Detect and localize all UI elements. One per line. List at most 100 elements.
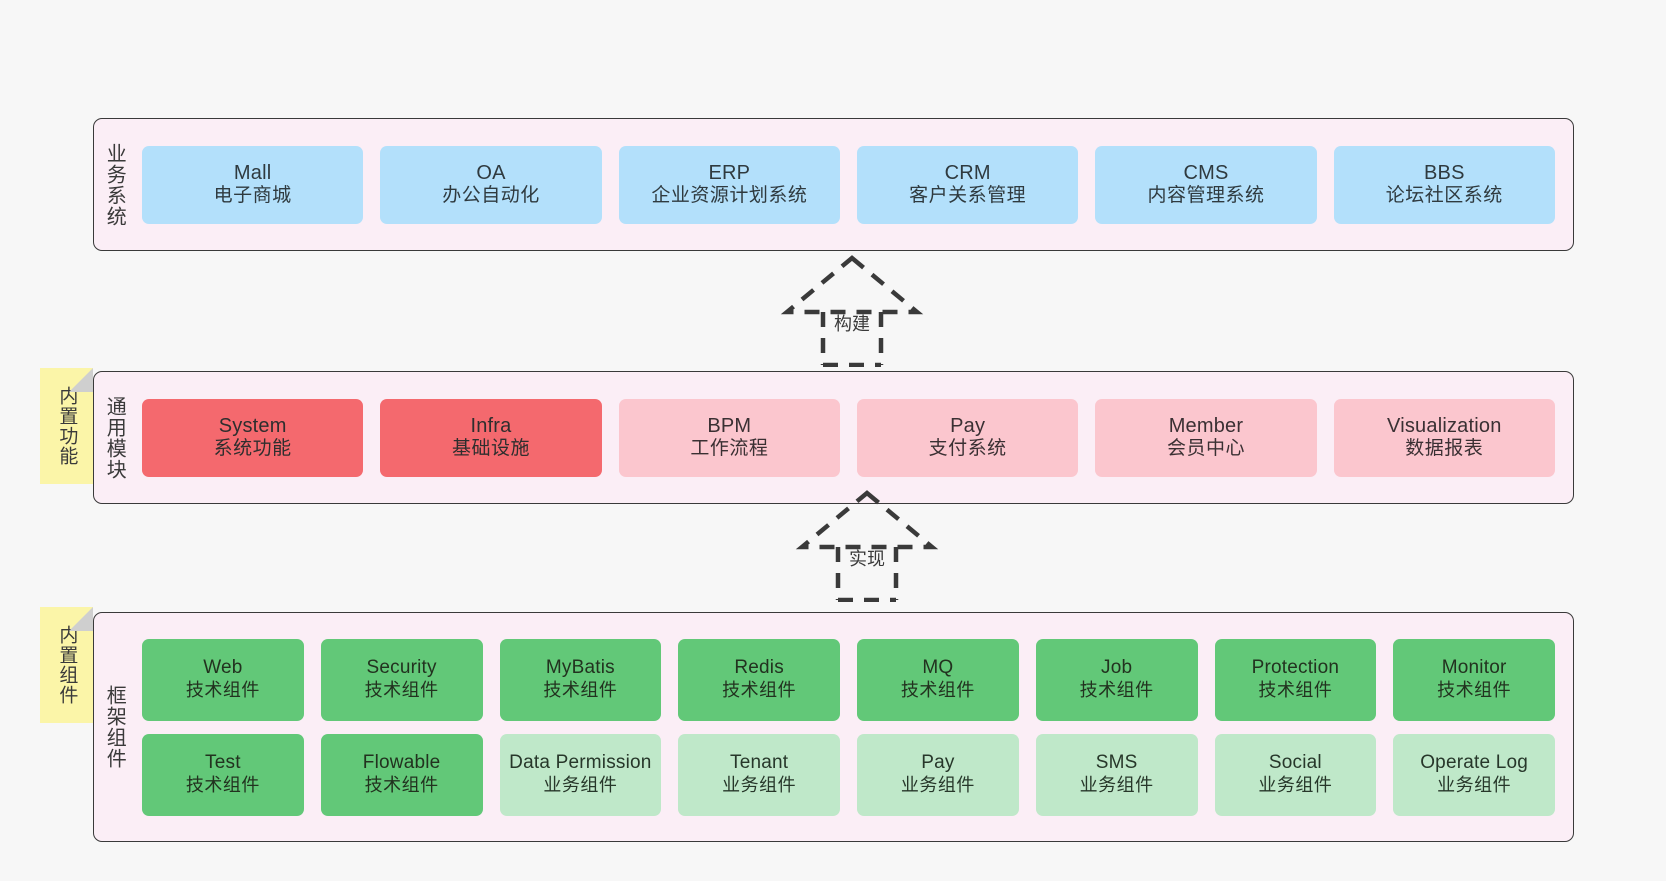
node-web[interactable]: Web 技术组件 bbox=[142, 638, 304, 721]
sticky-note-builtin-components: 内置组件 bbox=[40, 607, 93, 723]
node-title: Member bbox=[1168, 415, 1244, 438]
node-tenant[interactable]: Tenant 业务组件 bbox=[678, 733, 840, 816]
node-pay-component[interactable]: Pay 业务组件 bbox=[857, 733, 1019, 816]
node-title: Visualization bbox=[1387, 415, 1502, 438]
node-title: Infra bbox=[470, 415, 512, 438]
node-title: CMS bbox=[1183, 162, 1229, 185]
sticky-note-builtin-features: 内置功能 bbox=[40, 368, 93, 484]
node-cms[interactable]: CMS 内容管理系统 bbox=[1095, 145, 1317, 224]
node-title: MyBatis bbox=[545, 657, 615, 679]
node-subtitle: 支付系统 bbox=[928, 438, 1007, 460]
node-row: Test 技术组件 Flowable 技术组件 Data Permission … bbox=[142, 733, 1555, 816]
node-subtitle: 技术组件 bbox=[1437, 680, 1512, 701]
node-title: Protection bbox=[1251, 657, 1340, 679]
node-subtitle: 会员中心 bbox=[1166, 438, 1245, 460]
node-bbs[interactable]: BBS 论坛社区系统 bbox=[1333, 145, 1555, 224]
node-title: BPM bbox=[707, 415, 752, 438]
node-subtitle: 电子商城 bbox=[213, 185, 292, 207]
node-protection[interactable]: Protection 技术组件 bbox=[1214, 638, 1377, 721]
node-subtitle: 技术组件 bbox=[1079, 680, 1154, 701]
node-title: Monitor bbox=[1441, 657, 1507, 679]
node-title: Job bbox=[1101, 657, 1133, 679]
node-row: Mall 电子商城 OA 办公自动化 ERP 企业资源计划系统 CRM 客户关系… bbox=[142, 145, 1555, 224]
node-monitor[interactable]: Monitor 技术组件 bbox=[1393, 638, 1555, 721]
node-subtitle: 论坛社区系统 bbox=[1385, 185, 1503, 207]
layer-label-framework-component: 框架组件 bbox=[103, 685, 126, 769]
node-title: Tenant bbox=[730, 752, 789, 774]
node-subtitle: 业务组件 bbox=[1079, 775, 1154, 796]
node-mq[interactable]: MQ 技术组件 bbox=[857, 638, 1019, 721]
node-subtitle: 技术组件 bbox=[185, 775, 260, 796]
node-title: Redis bbox=[734, 657, 784, 679]
node-subtitle: 办公自动化 bbox=[442, 185, 540, 207]
node-test[interactable]: Test 技术组件 bbox=[142, 733, 304, 816]
node-subtitle: 技术组件 bbox=[364, 775, 439, 796]
node-subtitle: 技术组件 bbox=[1258, 680, 1333, 701]
node-visualization[interactable]: Visualization 数据报表 bbox=[1333, 398, 1555, 477]
node-infra[interactable]: Infra 基础设施 bbox=[380, 398, 602, 477]
node-subtitle: 技术组件 bbox=[722, 680, 797, 701]
node-title: MQ bbox=[922, 657, 954, 679]
node-subtitle: 技术组件 bbox=[364, 680, 439, 701]
node-oa[interactable]: OA 办公自动化 bbox=[380, 145, 602, 224]
layer-common-module: 通用模块 System 系统功能 Infra 基础设施 BPM 工作流程 Pay… bbox=[93, 371, 1574, 504]
node-system[interactable]: System 系统功能 bbox=[142, 398, 364, 477]
node-redis[interactable]: Redis 技术组件 bbox=[678, 638, 840, 721]
node-row: Web 技术组件 Security 技术组件 MyBatis 技术组件 Redi… bbox=[142, 638, 1555, 721]
node-flowable[interactable]: Flowable 技术组件 bbox=[320, 733, 483, 816]
node-title: Security bbox=[366, 657, 437, 679]
node-subtitle: 技术组件 bbox=[185, 680, 260, 701]
node-bpm[interactable]: BPM 工作流程 bbox=[618, 398, 840, 477]
node-title: Web bbox=[203, 657, 243, 679]
node-subtitle: 数据报表 bbox=[1405, 438, 1484, 460]
node-title: Operate Log bbox=[1420, 752, 1529, 774]
layer-label-business-system: 业务系统 bbox=[103, 142, 126, 227]
node-subtitle: 企业资源计划系统 bbox=[651, 185, 808, 207]
implement-arrow-label: 实现 bbox=[849, 549, 885, 569]
node-title: System bbox=[218, 415, 287, 438]
node-data-permission[interactable]: Data Permission 业务组件 bbox=[499, 733, 662, 816]
node-title: Test bbox=[205, 752, 241, 774]
node-mybatis[interactable]: MyBatis 技术组件 bbox=[499, 638, 662, 721]
implement-arrow: 实现 bbox=[772, 487, 962, 602]
node-subtitle: 业务组件 bbox=[543, 775, 618, 796]
node-title: BBS bbox=[1423, 162, 1465, 185]
node-title: Data Permission bbox=[509, 752, 652, 774]
node-title: Pay bbox=[921, 752, 955, 774]
node-operate-log[interactable]: Operate Log 业务组件 bbox=[1393, 733, 1555, 816]
node-title: CRM bbox=[944, 162, 991, 185]
node-erp[interactable]: ERP 企业资源计划系统 bbox=[618, 145, 840, 224]
node-title: OA bbox=[476, 162, 506, 185]
node-subtitle: 内容管理系统 bbox=[1147, 185, 1265, 207]
layer-label-common-module: 通用模块 bbox=[103, 395, 126, 480]
node-subtitle: 业务组件 bbox=[722, 775, 797, 796]
layer-body-common-module: System 系统功能 Infra 基础设施 BPM 工作流程 Pay 支付系统… bbox=[134, 372, 1573, 503]
node-title: Mall bbox=[233, 162, 272, 185]
layer-business-system: 业务系统 Mall 电子商城 OA 办公自动化 ERP 企业资源计划系统 CRM… bbox=[93, 118, 1574, 251]
node-job[interactable]: Job 技术组件 bbox=[1035, 638, 1198, 721]
node-title: Flowable bbox=[362, 752, 441, 774]
node-mall[interactable]: Mall 电子商城 bbox=[142, 145, 364, 224]
build-arrow: 构建 bbox=[757, 252, 947, 367]
node-subtitle: 工作流程 bbox=[690, 438, 769, 460]
build-arrow-label: 构建 bbox=[834, 314, 870, 334]
node-crm[interactable]: CRM 客户关系管理 bbox=[856, 145, 1079, 224]
node-title: Pay bbox=[950, 415, 986, 438]
node-subtitle: 技术组件 bbox=[900, 680, 975, 701]
node-subtitle: 技术组件 bbox=[543, 680, 618, 701]
node-subtitle: 业务组件 bbox=[1437, 775, 1512, 796]
node-subtitle: 基础设施 bbox=[451, 438, 530, 460]
node-title: SMS bbox=[1095, 752, 1138, 774]
layer-body-business-system: Mall 电子商城 OA 办公自动化 ERP 企业资源计划系统 CRM 客户关系… bbox=[134, 119, 1573, 250]
layer-body-framework-component: Web 技术组件 Security 技术组件 MyBatis 技术组件 Redi… bbox=[134, 613, 1573, 841]
node-pay[interactable]: Pay 支付系统 bbox=[856, 398, 1079, 477]
node-subtitle: 系统功能 bbox=[213, 438, 292, 460]
node-security[interactable]: Security 技术组件 bbox=[320, 638, 483, 721]
node-row: System 系统功能 Infra 基础设施 BPM 工作流程 Pay 支付系统… bbox=[142, 398, 1555, 477]
node-title: Social bbox=[1268, 752, 1322, 774]
node-sms[interactable]: SMS 业务组件 bbox=[1035, 733, 1198, 816]
node-member[interactable]: Member 会员中心 bbox=[1095, 398, 1317, 477]
node-social[interactable]: Social 业务组件 bbox=[1214, 733, 1377, 816]
node-title: ERP bbox=[708, 162, 751, 185]
